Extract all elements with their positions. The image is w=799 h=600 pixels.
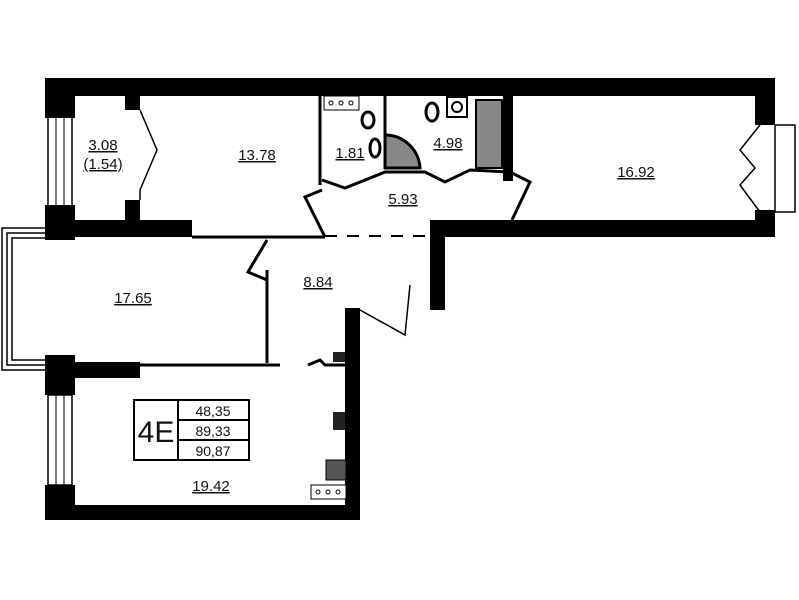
shower-icon: [383, 133, 422, 170]
room-subarea-loggia: (1.54): [83, 156, 122, 173]
living-area-value: 48,35: [195, 403, 230, 419]
walls: [45, 78, 775, 520]
room-area-hall: 8.84: [303, 274, 332, 291]
apartment-code: 4E: [138, 416, 175, 449]
window-right: [739, 124, 796, 213]
room-area-bedroom-top: 13.78: [238, 147, 276, 164]
window-left-bottom: [47, 394, 73, 486]
room-area-living-left: 17.65: [114, 290, 152, 307]
room-area-corridor: 5.93: [388, 191, 417, 208]
room-area-kitchen: 19.42: [192, 478, 230, 495]
room-area-bathroom: 4.98: [433, 135, 462, 152]
bay-window-left: [1, 227, 45, 371]
stove-icon: [310, 95, 360, 500]
room-area-bedroom-right: 16.92: [617, 164, 655, 181]
apartment-info-table: 4E 48,35 89,33 90,87: [133, 399, 250, 461]
window-left-top: [47, 114, 73, 211]
room-area-loggia: 3.08: [88, 137, 117, 154]
bathtub-icon: [475, 99, 503, 169]
total-area-with-loggia-value: 90,87: [195, 443, 230, 459]
total-area-value: 89,33: [195, 423, 230, 439]
toilet-icon: [325, 96, 468, 481]
room-area-wc: 1.81: [335, 145, 364, 162]
